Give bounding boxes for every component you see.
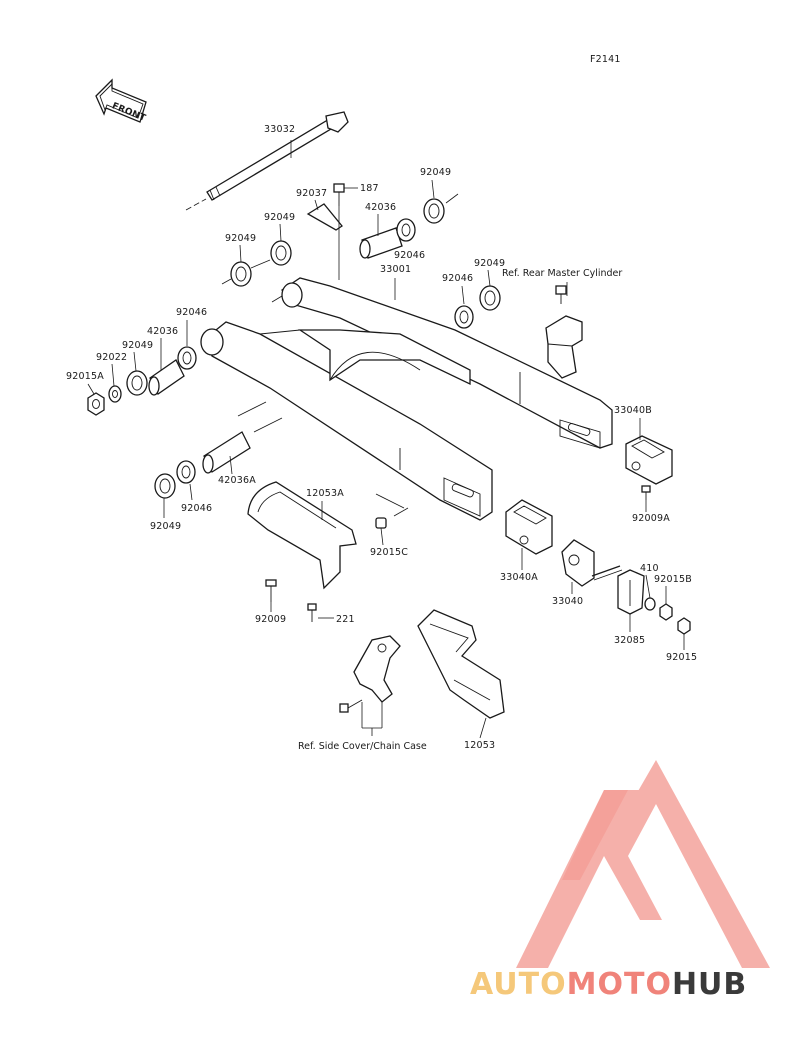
part-33040-label: 33040	[552, 596, 583, 607]
nut-92015B	[659, 603, 673, 621]
part-92009-label: 92009	[255, 614, 286, 625]
nut-92015	[677, 617, 691, 635]
clip-92037	[306, 203, 343, 231]
part-221-label: 221	[336, 614, 355, 625]
watermark-part2: MOTO	[567, 967, 672, 1002]
part-33001-label: 33001	[380, 264, 411, 275]
part-92049-top-label: 92049	[420, 167, 451, 178]
watermark-part1: AUTO	[470, 967, 567, 1002]
chain-guide-12053A	[247, 481, 357, 590]
bearing-92046-top	[396, 218, 416, 242]
part-92015B-label: 92015B	[654, 574, 692, 585]
bearing-92046-left	[177, 346, 197, 370]
part-33040B-label: 33040B	[614, 405, 652, 416]
part-410-label: 410	[640, 563, 659, 574]
bearing-92046-bottom	[176, 460, 196, 484]
part-92046-left-label: 92046	[176, 307, 207, 318]
spacer-42036A	[202, 431, 251, 474]
part-92046-bottom-label: 92046	[181, 503, 212, 514]
watermark-logo	[516, 760, 770, 968]
watermark-text: AUTOMOTOHUB	[470, 967, 747, 1002]
seal-92049-bottom	[154, 473, 176, 499]
swingarm-33001	[200, 277, 613, 521]
part-32085-label: 32085	[614, 635, 645, 646]
seal-92049-left	[230, 261, 252, 287]
seal-92049-top	[423, 198, 445, 224]
bearing-92046-right	[454, 305, 474, 329]
master-cylinder-bracket	[545, 285, 583, 379]
spacer-42036-top	[359, 227, 403, 259]
part-33032-label: 33032	[264, 124, 295, 135]
part-12053A-label: 12053A	[306, 488, 344, 499]
part-92022-label: 92022	[96, 352, 127, 363]
spacer-42036-left	[148, 359, 185, 396]
ref-rear-master-cylinder: Ref. Rear Master Cylinder	[502, 268, 622, 279]
chain-case-12053	[417, 609, 505, 719]
washer-410	[644, 597, 656, 611]
seal-92049-right	[479, 285, 501, 311]
watermark-part3: HUB	[672, 967, 747, 1002]
seal-92049-mid	[270, 240, 292, 266]
part-12053-label: 12053	[464, 740, 495, 751]
part-92049-bottom-label: 92049	[150, 521, 181, 532]
part-187-label: 187	[360, 183, 379, 194]
bolt-92009A	[641, 485, 651, 500]
part-92049-left2-label: 92049	[122, 340, 153, 351]
nut-92015A	[87, 392, 105, 416]
bolt-side-cover	[339, 699, 363, 713]
part-92049-right-label: 92049	[474, 258, 505, 269]
part-92015C-label: 92015C	[370, 547, 408, 558]
adjuster-33040	[561, 539, 623, 587]
seal-92049-left2	[126, 370, 148, 396]
part-92046-right-label: 92046	[442, 273, 473, 284]
part-92046-top-label: 92046	[394, 250, 425, 261]
part-92009A-label: 92009A	[632, 513, 670, 524]
part-33040A-label: 33040A	[500, 572, 538, 583]
part-92049-mid-label: 92049	[264, 212, 295, 223]
bolt-92009	[265, 579, 277, 602]
bolt-187	[333, 183, 345, 206]
part-92015-label: 92015	[666, 652, 697, 663]
part-42036-top-label: 42036	[365, 202, 396, 213]
pivot-shaft	[206, 111, 349, 201]
part-42036A-label: 42036A	[218, 475, 256, 486]
block-32085	[617, 569, 645, 615]
part-42036-left-label: 42036	[147, 326, 178, 337]
diagram-code: F2141	[590, 54, 621, 65]
side-cover-bracket	[353, 635, 401, 703]
bolt-92015C	[375, 517, 387, 529]
part-92049-left-label: 92049	[225, 233, 256, 244]
front-arrow-icon: FRONT	[95, 78, 148, 124]
adjuster-33040A	[505, 499, 553, 555]
part-92015A-label: 92015A	[66, 371, 104, 382]
ref-side-cover-chain-case: Ref. Side Cover/Chain Case	[298, 741, 427, 752]
bracket-33040B	[625, 435, 673, 485]
washer-92022	[108, 385, 122, 403]
bolt-221	[307, 603, 317, 622]
part-92037-label: 92037	[296, 188, 327, 199]
